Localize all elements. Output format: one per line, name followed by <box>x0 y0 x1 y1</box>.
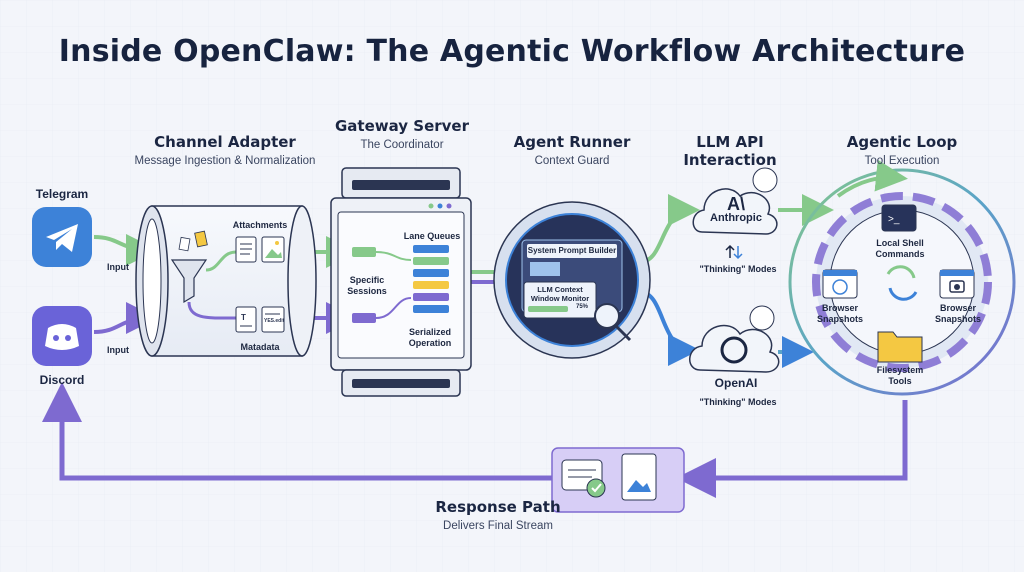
openai-thinking-label: "Thinking" Modes <box>699 397 777 407</box>
discord-input-label: Input <box>107 345 129 355</box>
lane-queues-label: Lane Queues <box>403 231 461 241</box>
channel-adapter-subtitle: Message Ingestion & Normalization <box>134 155 316 167</box>
openai-label: OpenAI <box>714 376 758 390</box>
serialized-operation-label: Serialized Operation <box>408 327 452 348</box>
telegram-label: Telegram <box>35 187 89 201</box>
agent-runner-header: Agent Runner Context Guard <box>506 133 638 167</box>
metadata-file-icon <box>261 306 285 333</box>
channel-adapter-title: Channel Adapter <box>154 133 296 151</box>
lane-queues <box>413 245 449 313</box>
cycle-icon <box>886 265 918 301</box>
gateway-subtitle: The Coordinator <box>360 139 444 151</box>
openai-cloud-icon <box>689 305 780 373</box>
funnel-icon <box>170 230 237 320</box>
discord-icon[interactable] <box>32 306 92 366</box>
attachment-doc-icon <box>235 236 257 263</box>
agentic-loop-circle <box>788 159 1016 396</box>
context-monitor-label: LLM Context Window Monitor <box>530 285 590 303</box>
terminal-icon: >_ <box>881 204 917 232</box>
metadata-text-icon: T <box>235 306 257 333</box>
browser-snapshots-left-label: Browser Snapshots <box>816 303 863 324</box>
llm-title: LLM API Interaction <box>683 133 777 169</box>
discord-label: Discord <box>39 373 85 387</box>
anthropic-cloud-icon: A\ <box>692 167 778 235</box>
agentic-loop-header: Agentic Loop Tool Execution <box>830 133 974 167</box>
response-title: Response Path <box>435 498 561 516</box>
response-subtitle: Delivers Final Stream <box>443 520 553 532</box>
channel-adapter-tube <box>135 205 317 357</box>
channel-adapter-header: Channel Adapter Message Ingestion & Norm… <box>120 133 330 167</box>
agentic-loop-title: Agentic Loop <box>846 133 958 151</box>
thinking-arrows-icon <box>725 244 743 260</box>
filesystem-tools-label: Filesystem Tools <box>876 365 924 386</box>
svg-text:A\: A\ <box>727 194 745 214</box>
context-percent: 75% <box>575 304 588 310</box>
gateway-header: Gateway Server The Coordinator <box>330 117 474 151</box>
attachment-image-icon <box>261 236 285 263</box>
page-title: Inside OpenClaw: The Agentic Workflow Ar… <box>58 34 966 69</box>
svg-text:>_: >_ <box>888 214 900 225</box>
local-shell-label: Local Shell Commands <box>875 238 925 259</box>
agent-runner-subtitle: Context Guard <box>534 155 610 167</box>
prompt-builder-label: System Prompt Builder <box>527 246 617 255</box>
agentic-loop-subtitle: Tool Execution <box>864 155 940 167</box>
svg-text:T: T <box>241 313 246 322</box>
specific-sessions-label: Specific Sessions <box>347 275 387 296</box>
response-header: Response Path Delivers Final Stream <box>418 498 578 532</box>
loop-to-response-arrow <box>676 400 908 498</box>
browser-snapshots-right-label: Browser Snapshots <box>934 303 981 324</box>
gateway-title: Gateway Server <box>334 117 470 135</box>
attachments-label: Attachments <box>232 220 288 230</box>
agent-runner-brain <box>493 201 651 359</box>
response-box <box>551 447 685 513</box>
folder-icon <box>877 331 923 363</box>
response-to-discord-arrow <box>42 382 552 481</box>
anthropic-label: Anthropic <box>710 212 762 224</box>
metadata-label: Matadata <box>240 342 280 352</box>
anthropic-thinking-label: "Thinking" Modes <box>699 264 777 274</box>
telegram-icon[interactable] <box>32 207 92 267</box>
telegram-input-label: Input <box>107 262 129 272</box>
session-chips <box>352 247 412 323</box>
llm-header: LLM API Interaction <box>650 133 810 169</box>
browser-left-icon <box>822 269 858 299</box>
file-tag-label: YES.edit <box>264 318 285 324</box>
browser-right-icon <box>939 269 975 299</box>
agent-runner-title: Agent Runner <box>513 133 631 151</box>
